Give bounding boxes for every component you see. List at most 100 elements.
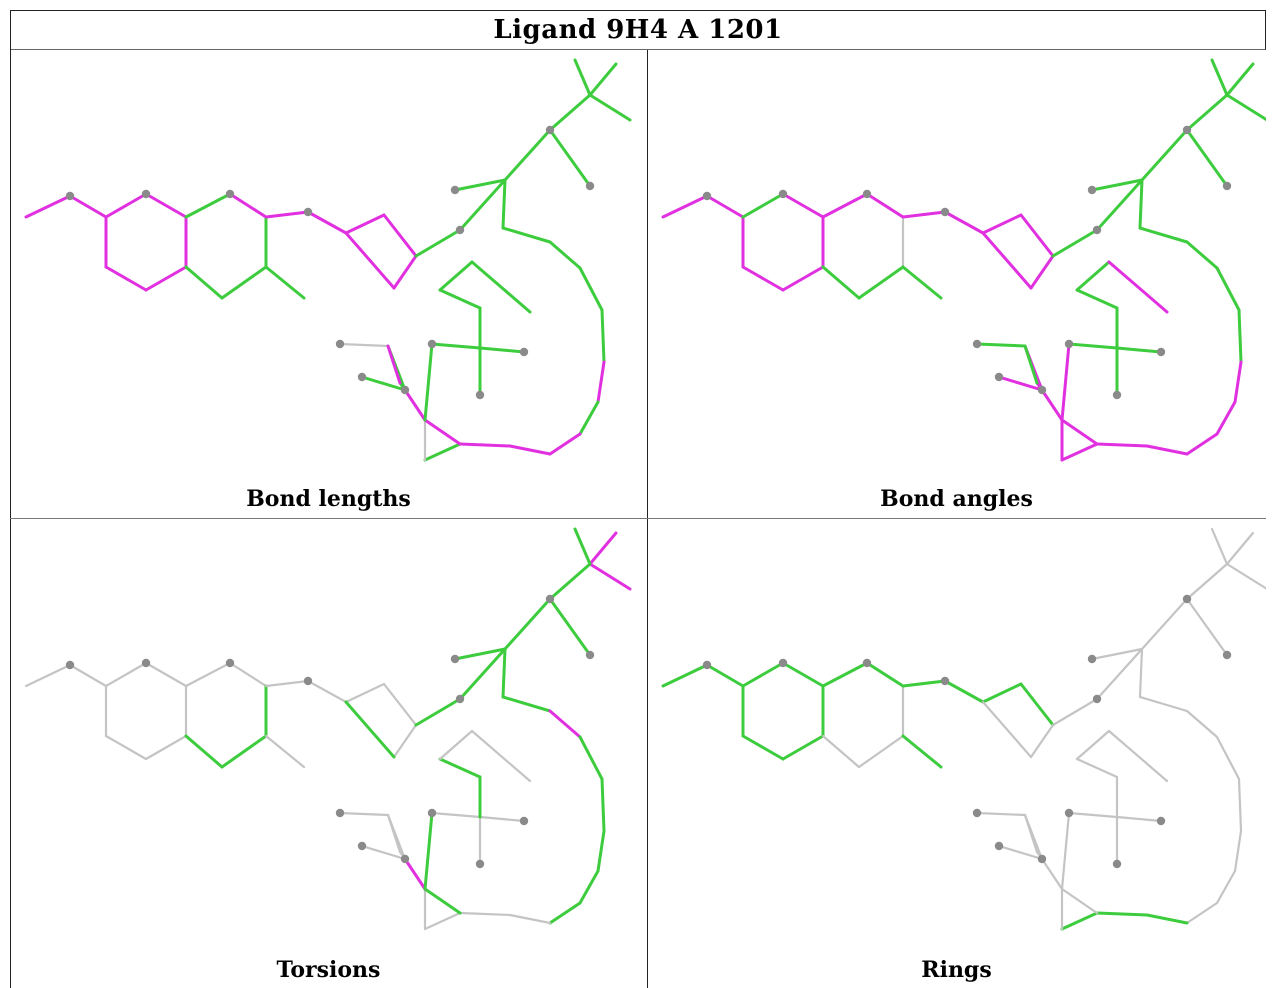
bond-line [1075,260,1111,292]
atom-marker [585,650,595,660]
molecule-diagram [24,527,632,931]
atom-marker [862,189,872,199]
bond-line [1075,288,1119,310]
bond-line [943,210,985,235]
bond-line [344,700,396,759]
bond-line [144,661,188,688]
atom-marker [585,181,595,191]
bond-line [1225,62,1255,97]
bond-line [741,192,785,219]
bond-line [264,210,310,219]
atom-marker [778,189,788,199]
bond-line [501,178,507,230]
left-border [10,10,11,988]
bond-line [548,240,582,270]
bond-line [1140,597,1189,651]
bond-line [184,192,232,219]
bond-line [741,661,785,688]
atom-marker [1037,854,1047,864]
bond-line [306,679,348,704]
bond-line [438,288,482,310]
bond-line [503,597,552,651]
bond-line [1067,811,1119,819]
bond-line [1185,709,1219,739]
bond-line [458,911,512,917]
molecule-diagram [661,58,1266,462]
bond-line [1225,531,1255,566]
bond-line [865,192,905,219]
bond-line [548,128,592,188]
bond-line [821,734,861,769]
atom-marker [225,658,235,668]
panel-torsions: Torsions [10,519,647,988]
atom-marker [1156,816,1166,826]
bond-line [548,709,582,739]
bond-line [1090,647,1144,661]
bond-line [741,734,785,761]
bond-line [438,729,474,761]
bond-line [781,192,825,219]
bond-line [1060,442,1099,462]
bond-line [403,857,427,891]
bond-line [857,734,905,769]
panel-caption: Torsions [276,957,381,983]
bond-line [1095,647,1144,701]
bond-line [943,679,985,704]
bond-line [1145,913,1189,925]
bond-line [1215,869,1237,905]
bond-line [865,661,905,688]
bond-line [1051,228,1099,258]
atom-marker [1222,181,1232,191]
bond-line [573,58,592,97]
bond-line [430,811,482,819]
bond-line [438,260,474,292]
bond-line [1107,729,1169,783]
bond-line [578,266,604,312]
panel-bond-angles: Bond angles [647,50,1266,518]
bond-line [901,734,943,769]
bond-line [264,734,306,769]
bond-line [220,265,268,300]
atom-marker [65,191,75,201]
bond-line [508,444,552,456]
bond-line [458,647,507,701]
bond-line [1040,857,1064,891]
bond-line [781,734,825,761]
bond-line [360,844,407,861]
bond-line [600,777,606,833]
bond-line [1051,697,1099,727]
bond-line [661,194,709,219]
atom-marker [994,841,1004,851]
atom-marker [940,676,950,686]
bond-line [344,213,386,235]
bond-line [1019,213,1055,258]
bond-line [1185,562,1229,601]
bond-line [24,663,72,688]
bond-line [1185,128,1229,188]
bond-line [1115,815,1163,823]
bond-line [1029,723,1055,759]
bond-line [1210,527,1229,566]
bond-line [781,661,825,688]
bond-line [1023,813,1039,854]
bond-line [588,531,618,566]
bond-line [386,813,402,854]
bond-line [478,346,526,354]
bond-line [1140,128,1189,182]
bond-line [821,192,869,219]
bond-line [264,679,310,688]
bond-line [501,647,507,699]
bond-line [1095,911,1149,917]
bond-line [414,697,462,727]
bond-line [344,682,386,704]
center-divider [647,50,648,988]
atom-marker [1222,650,1232,660]
bond-line [705,194,745,219]
atom-marker [1182,125,1192,135]
atom-marker [1087,654,1097,664]
bond-line [1095,178,1144,232]
bond-line [1075,729,1111,761]
bond-line [1215,266,1241,312]
bond-line [423,342,434,422]
